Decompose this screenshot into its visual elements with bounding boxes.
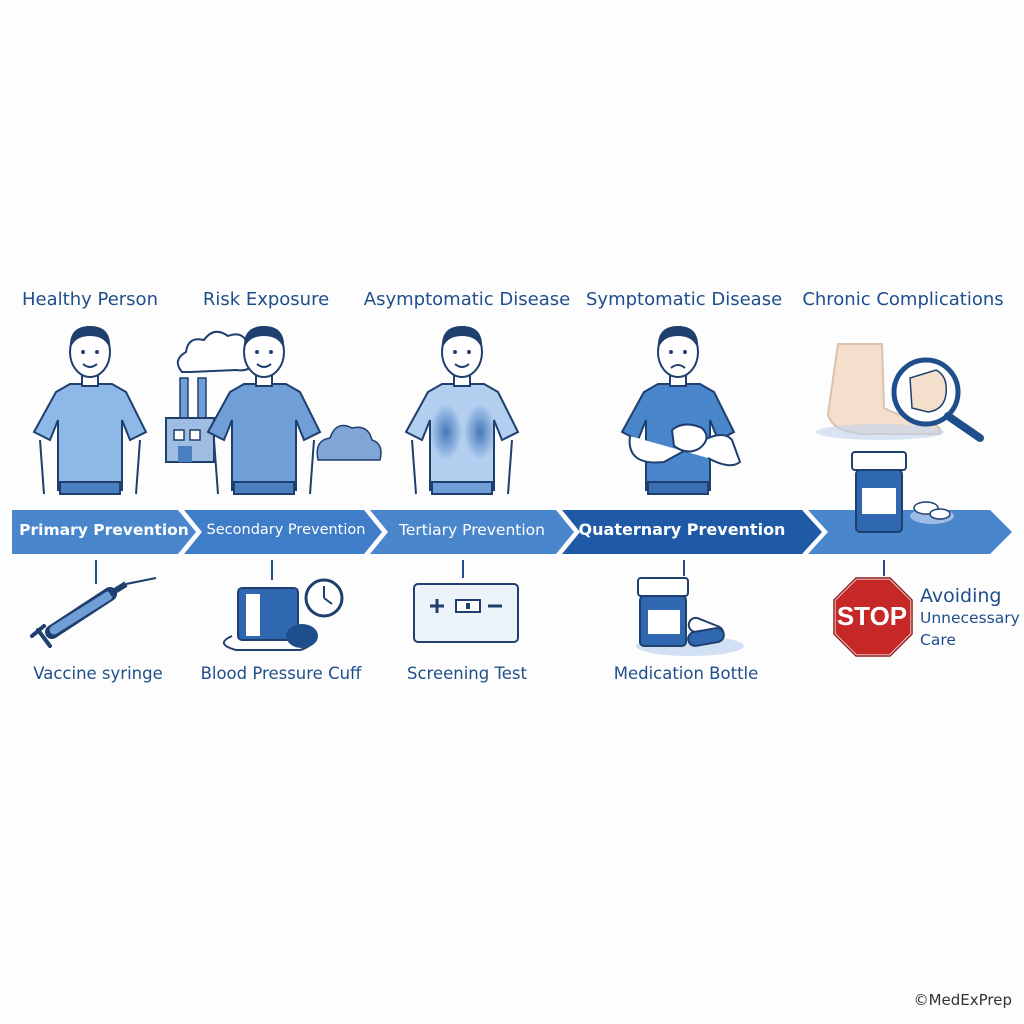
quaternary-prevention-label: Quaternary Prevention [578,520,786,539]
blood-pressure-cuff-icon [223,578,344,651]
band-segment-secondary [184,510,382,554]
stage-title-symptomatic: Symptomatic Disease [586,289,783,310]
medication-bottle-icon [636,577,744,656]
timeline-band [12,510,1012,554]
secondary-prevention-label: Secondary Prevention [206,522,366,538]
band-segment-quaternary [562,510,822,554]
band-segment-primary [12,510,196,554]
band-segment-final [808,510,1012,554]
healthy-person-icon [32,326,148,495]
magnifier-icon [891,357,984,442]
syringe-icon [30,577,157,648]
stop-sign-text: STOP [836,601,908,631]
vaccine-syringe-label: Vaccine syringe [33,664,163,683]
asymptomatic-person-icon [404,326,520,495]
symptomatic-person-icon [620,326,742,495]
connector-lines [95,560,885,584]
band-segment-tertiary [370,510,574,554]
lungs-icon [430,404,462,460]
copyright-text: ©MedExPrep [913,991,1012,1009]
stop-note-line-2: Unnecessary [920,609,1020,627]
stage-title-asymptomatic: Asymptomatic Disease [363,289,571,310]
blood-pressure-cuff-label: Blood Pressure Cuff [200,664,362,683]
screening-test-icon [413,583,519,643]
screening-test-label: Screening Test [407,664,527,683]
stop-note-line-3: Care [920,631,956,649]
stage-title-risk: Risk Exposure [202,289,330,310]
pill-bottle-icon [851,451,954,533]
medication-bottle-label: Medication Bottle [613,664,759,683]
stage-title-chronic: Chronic Complications [802,289,1004,310]
foot-icon [816,343,944,440]
stage-title-healthy: Healthy Person [22,289,158,310]
stop-sign-icon [832,576,914,658]
tertiary-prevention-label: Tertiary Prevention [399,521,545,539]
exposed-person-icon [206,326,322,495]
avoiding-unnecessary-care-note: Avoiding Unnecessary Care [920,585,1024,651]
stop-note-line-1: Avoiding [920,585,1002,607]
primary-prevention-label: Primary Prevention [19,521,189,539]
